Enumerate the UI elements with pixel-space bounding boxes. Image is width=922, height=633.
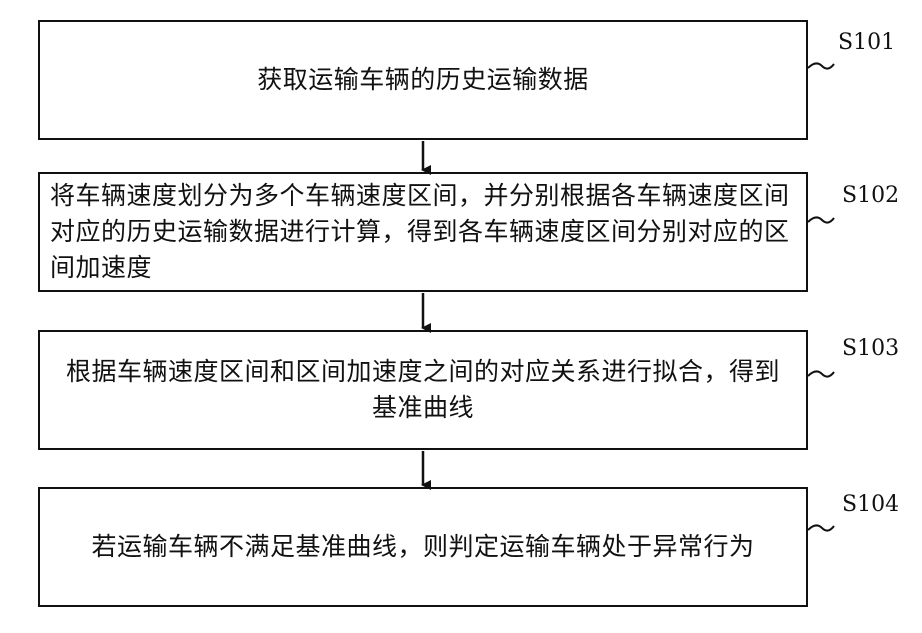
leader-squiggle-s104	[808, 525, 834, 530]
step-box-s103: 根据车辆速度区间和区间加速度之间的对应关系进行拟合，得到基准曲线	[38, 330, 808, 450]
step-box-s101: 获取运输车辆的历史运输数据	[38, 20, 808, 140]
step-label-s102: S102	[842, 183, 899, 208]
leader-squiggle-s102	[808, 217, 834, 222]
step-box-s102: 将车辆速度划分为多个车辆速度区间，并分别根据各车辆速度区间对应的历史运输数据进行…	[38, 172, 808, 292]
leader-squiggle-s103	[808, 371, 834, 376]
step-box-s104: 若运输车辆不满足基准曲线，则判定运输车辆处于异常行为	[38, 487, 808, 607]
step-text-s103: 根据车辆速度区间和区间加速度之间的对应关系进行拟合，得到基准曲线	[40, 354, 806, 426]
step-label-s104: S104	[842, 492, 899, 517]
step-label-s101: S101	[838, 30, 895, 55]
step-label-s103: S103	[842, 336, 899, 361]
step-text-s101: 获取运输车辆的历史运输数据	[243, 62, 603, 98]
step-text-s104: 若运输车辆不满足基准曲线，则判定运输车辆处于异常行为	[77, 529, 768, 565]
step-text-s102: 将车辆速度划分为多个车辆速度区间，并分别根据各车辆速度区间对应的历史运输数据进行…	[40, 178, 806, 286]
leader-squiggle-s101	[808, 63, 834, 68]
